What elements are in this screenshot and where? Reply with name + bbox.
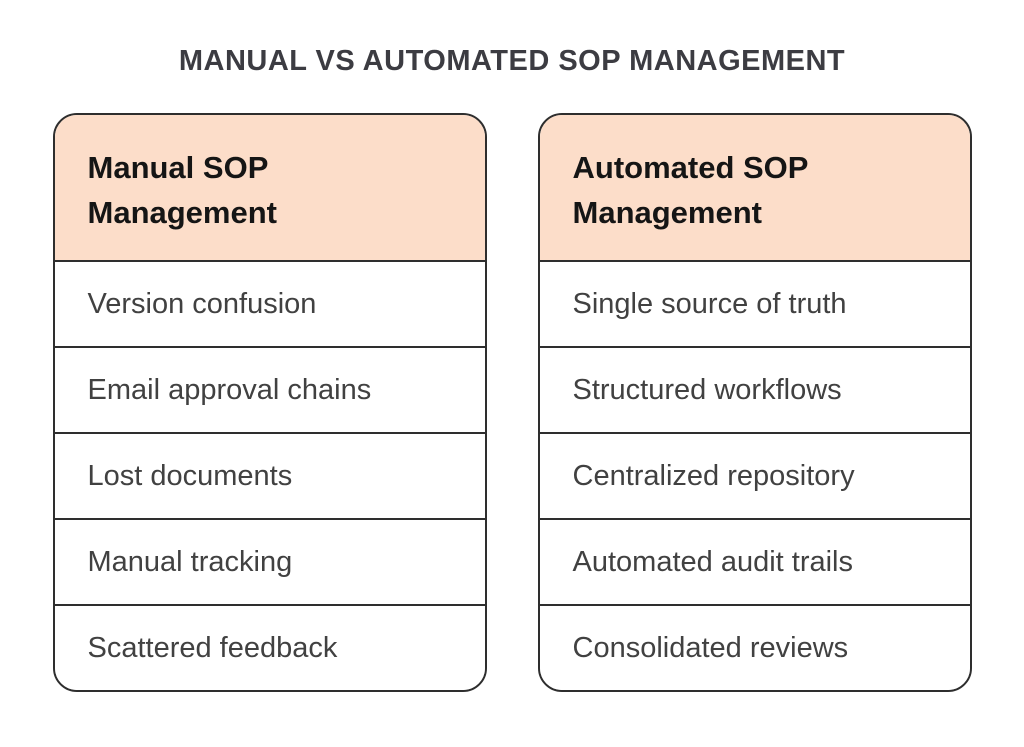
manual-sop-card-title: Manual SOP Management	[87, 150, 277, 230]
list-item-label: Centralized repository	[572, 459, 855, 492]
automated-sop-card-title: Automated SOP Management	[572, 150, 808, 230]
list-item: Centralized repository	[539, 432, 970, 518]
list-item-label: Structured workflows	[572, 373, 842, 406]
list-item-label: Automated audit trails	[572, 545, 853, 578]
manual-sop-card: Manual SOP Management Version confusion …	[52, 113, 487, 692]
list-item: Structured workflows	[539, 346, 970, 432]
list-item-label: Email approval chains	[87, 373, 372, 406]
manual-sop-card-header: Manual SOP Management	[54, 115, 485, 260]
list-item-label: Version confusion	[87, 287, 317, 320]
list-item-label: Lost documents	[87, 459, 293, 492]
list-item: Lost documents	[54, 432, 485, 518]
list-item: Scattered feedback	[54, 604, 485, 690]
automated-sop-card: Automated SOP Management Single source o…	[537, 113, 972, 692]
list-item: Single source of truth	[539, 260, 970, 346]
list-item: Email approval chains	[54, 346, 485, 432]
list-item: Version confusion	[54, 260, 485, 346]
page-title: MANUAL VS AUTOMATED SOP MANAGEMENT	[178, 45, 846, 77]
list-item-label: Scattered feedback	[87, 631, 338, 664]
automated-sop-card-header: Automated SOP Management	[539, 115, 970, 260]
list-item-label: Single source of truth	[572, 287, 847, 320]
list-item: Automated audit trails	[539, 518, 970, 604]
list-item: Consolidated reviews	[539, 604, 970, 690]
list-item-label: Manual tracking	[87, 545, 293, 578]
list-item: Manual tracking	[54, 518, 485, 604]
comparison-cards: Manual SOP Management Version confusion …	[0, 113, 1024, 692]
list-item-label: Consolidated reviews	[572, 631, 849, 664]
